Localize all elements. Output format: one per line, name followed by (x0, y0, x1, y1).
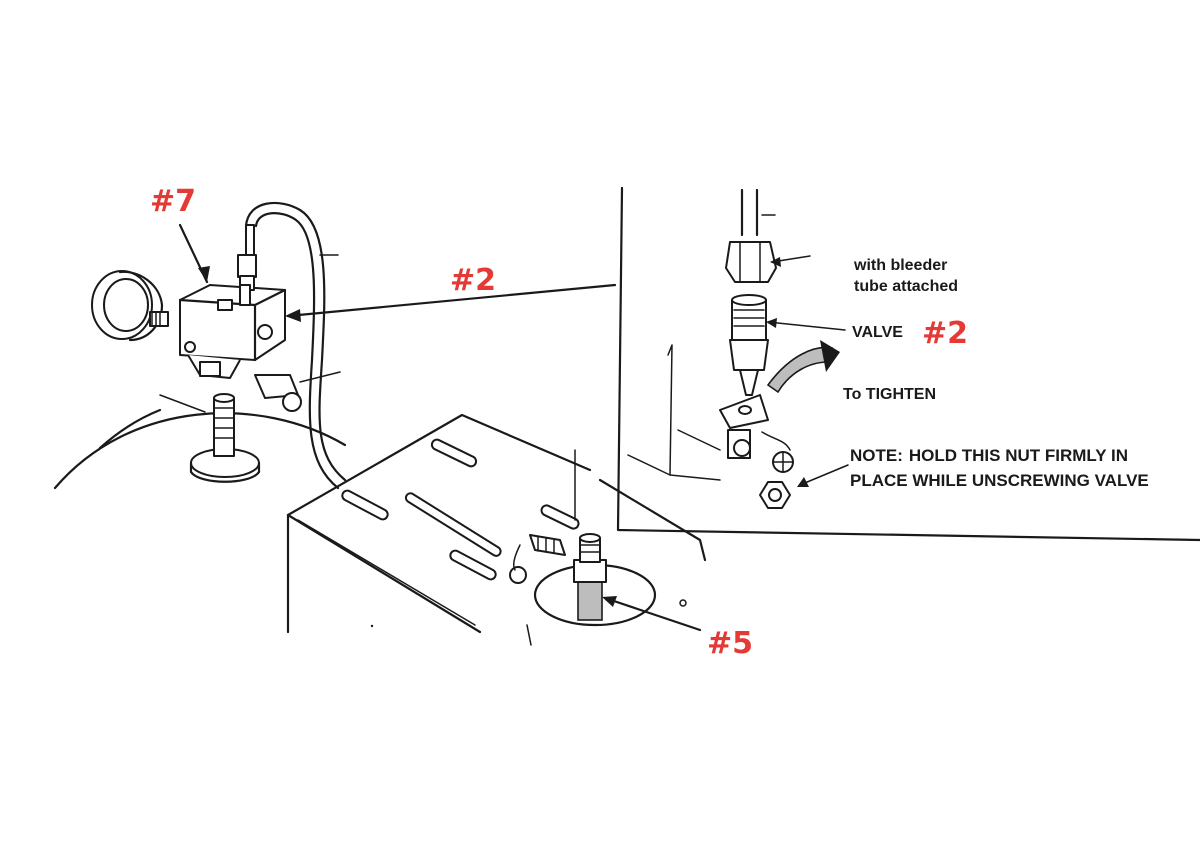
tighten-arrow-icon (766, 340, 840, 394)
callout-part-7: #7 (150, 184, 196, 219)
inset-nut (759, 451, 794, 509)
tank-dome (53, 408, 347, 490)
bleeder-tube (244, 201, 347, 490)
callout-part-5: #5 (707, 626, 753, 661)
mounting-stud (159, 393, 261, 483)
union-fitting (254, 371, 341, 412)
bleeder-label-line2: tube attached (854, 278, 958, 295)
callout-2-leader (286, 283, 617, 318)
inset-valve (719, 294, 769, 459)
note-line1: HOLD THIS NUT FIRMLY IN (909, 446, 1128, 465)
drain-valve (573, 533, 607, 621)
tighten-label: To TIGHTEN (843, 386, 936, 403)
tank-box (286, 413, 707, 634)
callout-part-2-inset: #2 (922, 316, 968, 351)
callout-part-2-main: #2 (450, 263, 496, 298)
bleeder-label-line1: with bleeder (853, 257, 947, 274)
inset-tube (725, 188, 777, 283)
note-line2: PLACE WHILE UNSCREWING VALVE (850, 471, 1149, 490)
note-heading: NOTE: HOLD THIS NUT FIRMLY IN (850, 446, 1128, 465)
inset-frame (616, 186, 1200, 542)
pressure-gauge (91, 270, 169, 342)
inset-wall (627, 344, 721, 481)
note-prefix: NOTE: (850, 446, 903, 465)
callout-5-leader (603, 596, 702, 632)
valve-block (178, 224, 287, 379)
small-fittings (509, 534, 566, 646)
valve-label: VALVE (852, 324, 903, 341)
